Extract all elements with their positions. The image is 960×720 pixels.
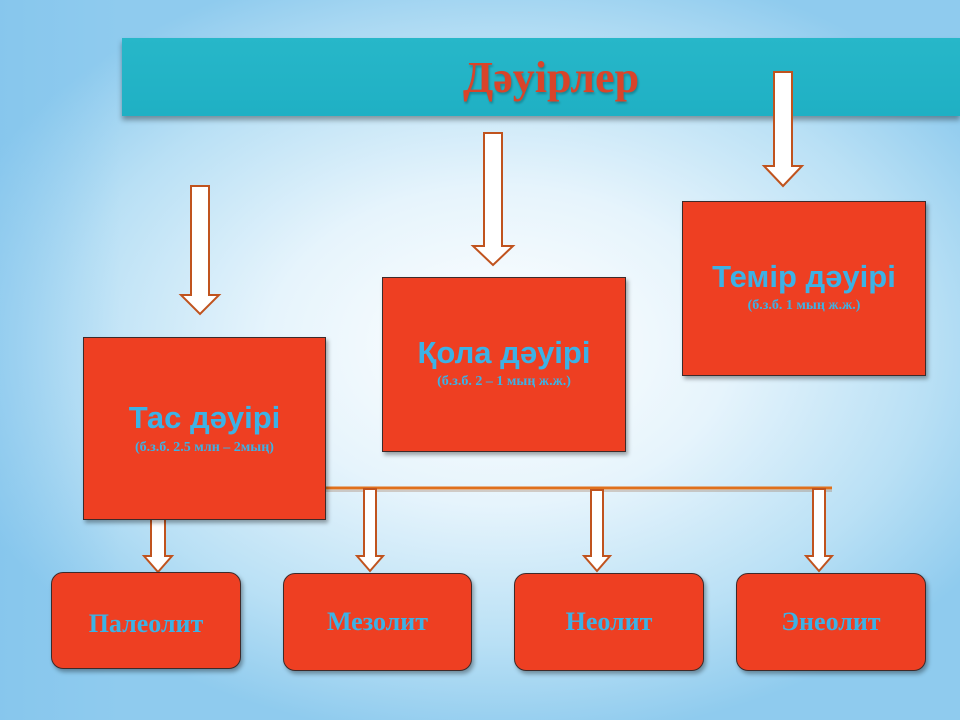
- era-dates: (б.з.б. 2.5 млн – 2мың): [135, 439, 274, 455]
- arrow-to-eneolit: [803, 488, 835, 573]
- diagram-title: Дәуірлер: [462, 52, 640, 102]
- arrow-to-neolit: [581, 489, 613, 573]
- era-box-tas: Тас дәуірі (б.з.б. 2.5 млн – 2мың): [83, 337, 326, 520]
- period-name: Энеолит: [781, 607, 881, 636]
- era-box-temir: Темір дәуірі (б.з.б. 1 мың ж.ж.): [682, 201, 926, 376]
- arrow-to-tas: [178, 185, 222, 316]
- arrow-to-qola: [470, 132, 516, 267]
- era-name: Темір дәуірі: [712, 259, 896, 294]
- era-name: Қола дәуірі: [417, 335, 591, 370]
- era-dates: (б.з.б. 2 – 1 мың ж.ж.): [437, 374, 571, 390]
- period-name: Палеолит: [88, 609, 204, 638]
- arrow-to-paleolit: [141, 517, 175, 574]
- period-box-neolit: Неолит: [514, 573, 704, 671]
- era-dates: (б.з.б. 1 мың ж.ж.): [747, 298, 861, 314]
- arrow-to-mezolit: [354, 488, 386, 573]
- arrow-to-temir: [761, 71, 805, 188]
- period-box-eneolit: Энеолит: [736, 573, 926, 671]
- era-box-qola: Қола дәуірі (б.з.б. 2 – 1 мың ж.ж.): [382, 277, 626, 452]
- period-box-mezolit: Мезолит: [283, 573, 472, 671]
- period-box-paleolit: Палеолит: [51, 572, 241, 669]
- era-name: Тас дәуірі: [128, 400, 281, 436]
- period-name: Неолит: [565, 607, 653, 636]
- title-bar: Дәуірлер: [122, 38, 960, 116]
- period-name: Мезолит: [326, 607, 429, 636]
